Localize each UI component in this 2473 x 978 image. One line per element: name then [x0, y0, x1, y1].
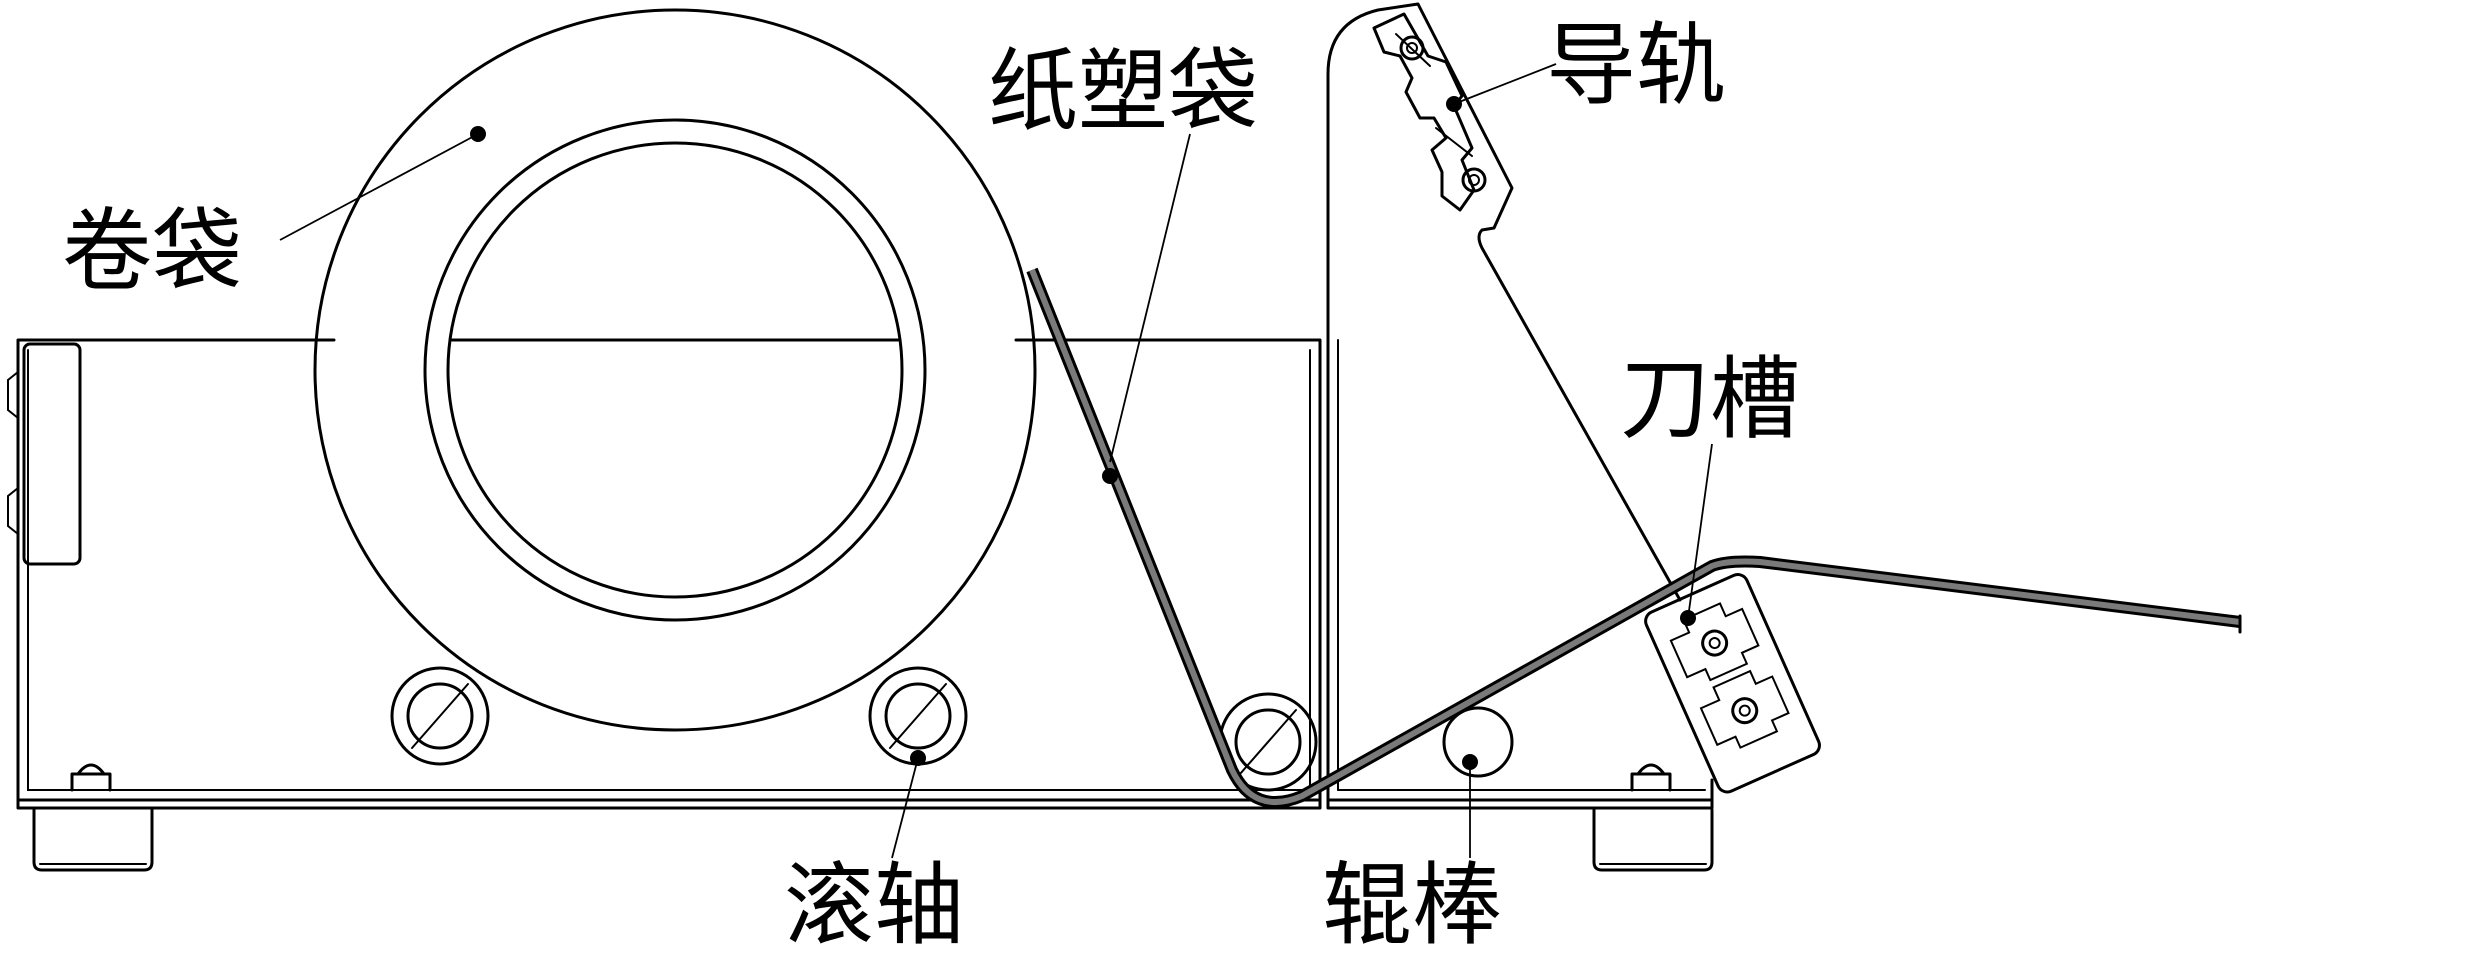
knife-slot — [1644, 573, 1821, 794]
paper-plastic-bag-web — [1026, 267, 2242, 809]
roll-bag — [313, 8, 1037, 732]
leader-dot-knife-slot — [1680, 610, 1696, 626]
leader-roll-bag — [279, 126, 486, 241]
leader-roller-shaft — [891, 750, 926, 859]
label-roll-bag: 卷袋 — [62, 199, 242, 304]
label-roller-rod: 辊棒 — [1322, 853, 1502, 958]
roller-shaft-left — [390, 666, 490, 766]
leader-dot-roller-shaft — [910, 750, 926, 766]
roller-rod — [1442, 706, 1514, 778]
label-roller-shaft: 滚轴 — [784, 853, 964, 958]
leader-roller-rod — [1462, 754, 1478, 858]
leader-dot-roll-bag — [470, 126, 486, 142]
leader-dot-paper-plastic-bag — [1102, 468, 1118, 484]
roller-shaft-right — [868, 666, 968, 766]
label-paper-plastic-bag: 纸塑袋 — [988, 39, 1258, 144]
leader-dot-guide-rail — [1446, 96, 1462, 112]
leader-paper-plastic-bag — [1102, 133, 1191, 484]
label-knife-slot: 刀槽 — [1620, 347, 1800, 452]
guide-rail — [1372, 12, 1487, 212]
leader-dot-roller-rod — [1462, 754, 1478, 770]
right-housing — [1326, 2, 1714, 872]
left-housing — [7, 338, 1322, 872]
leader-knife-slot — [1680, 443, 1713, 626]
label-guide-rail: 导轨 — [1546, 13, 1726, 118]
leader-guide-rail — [1446, 63, 1557, 112]
